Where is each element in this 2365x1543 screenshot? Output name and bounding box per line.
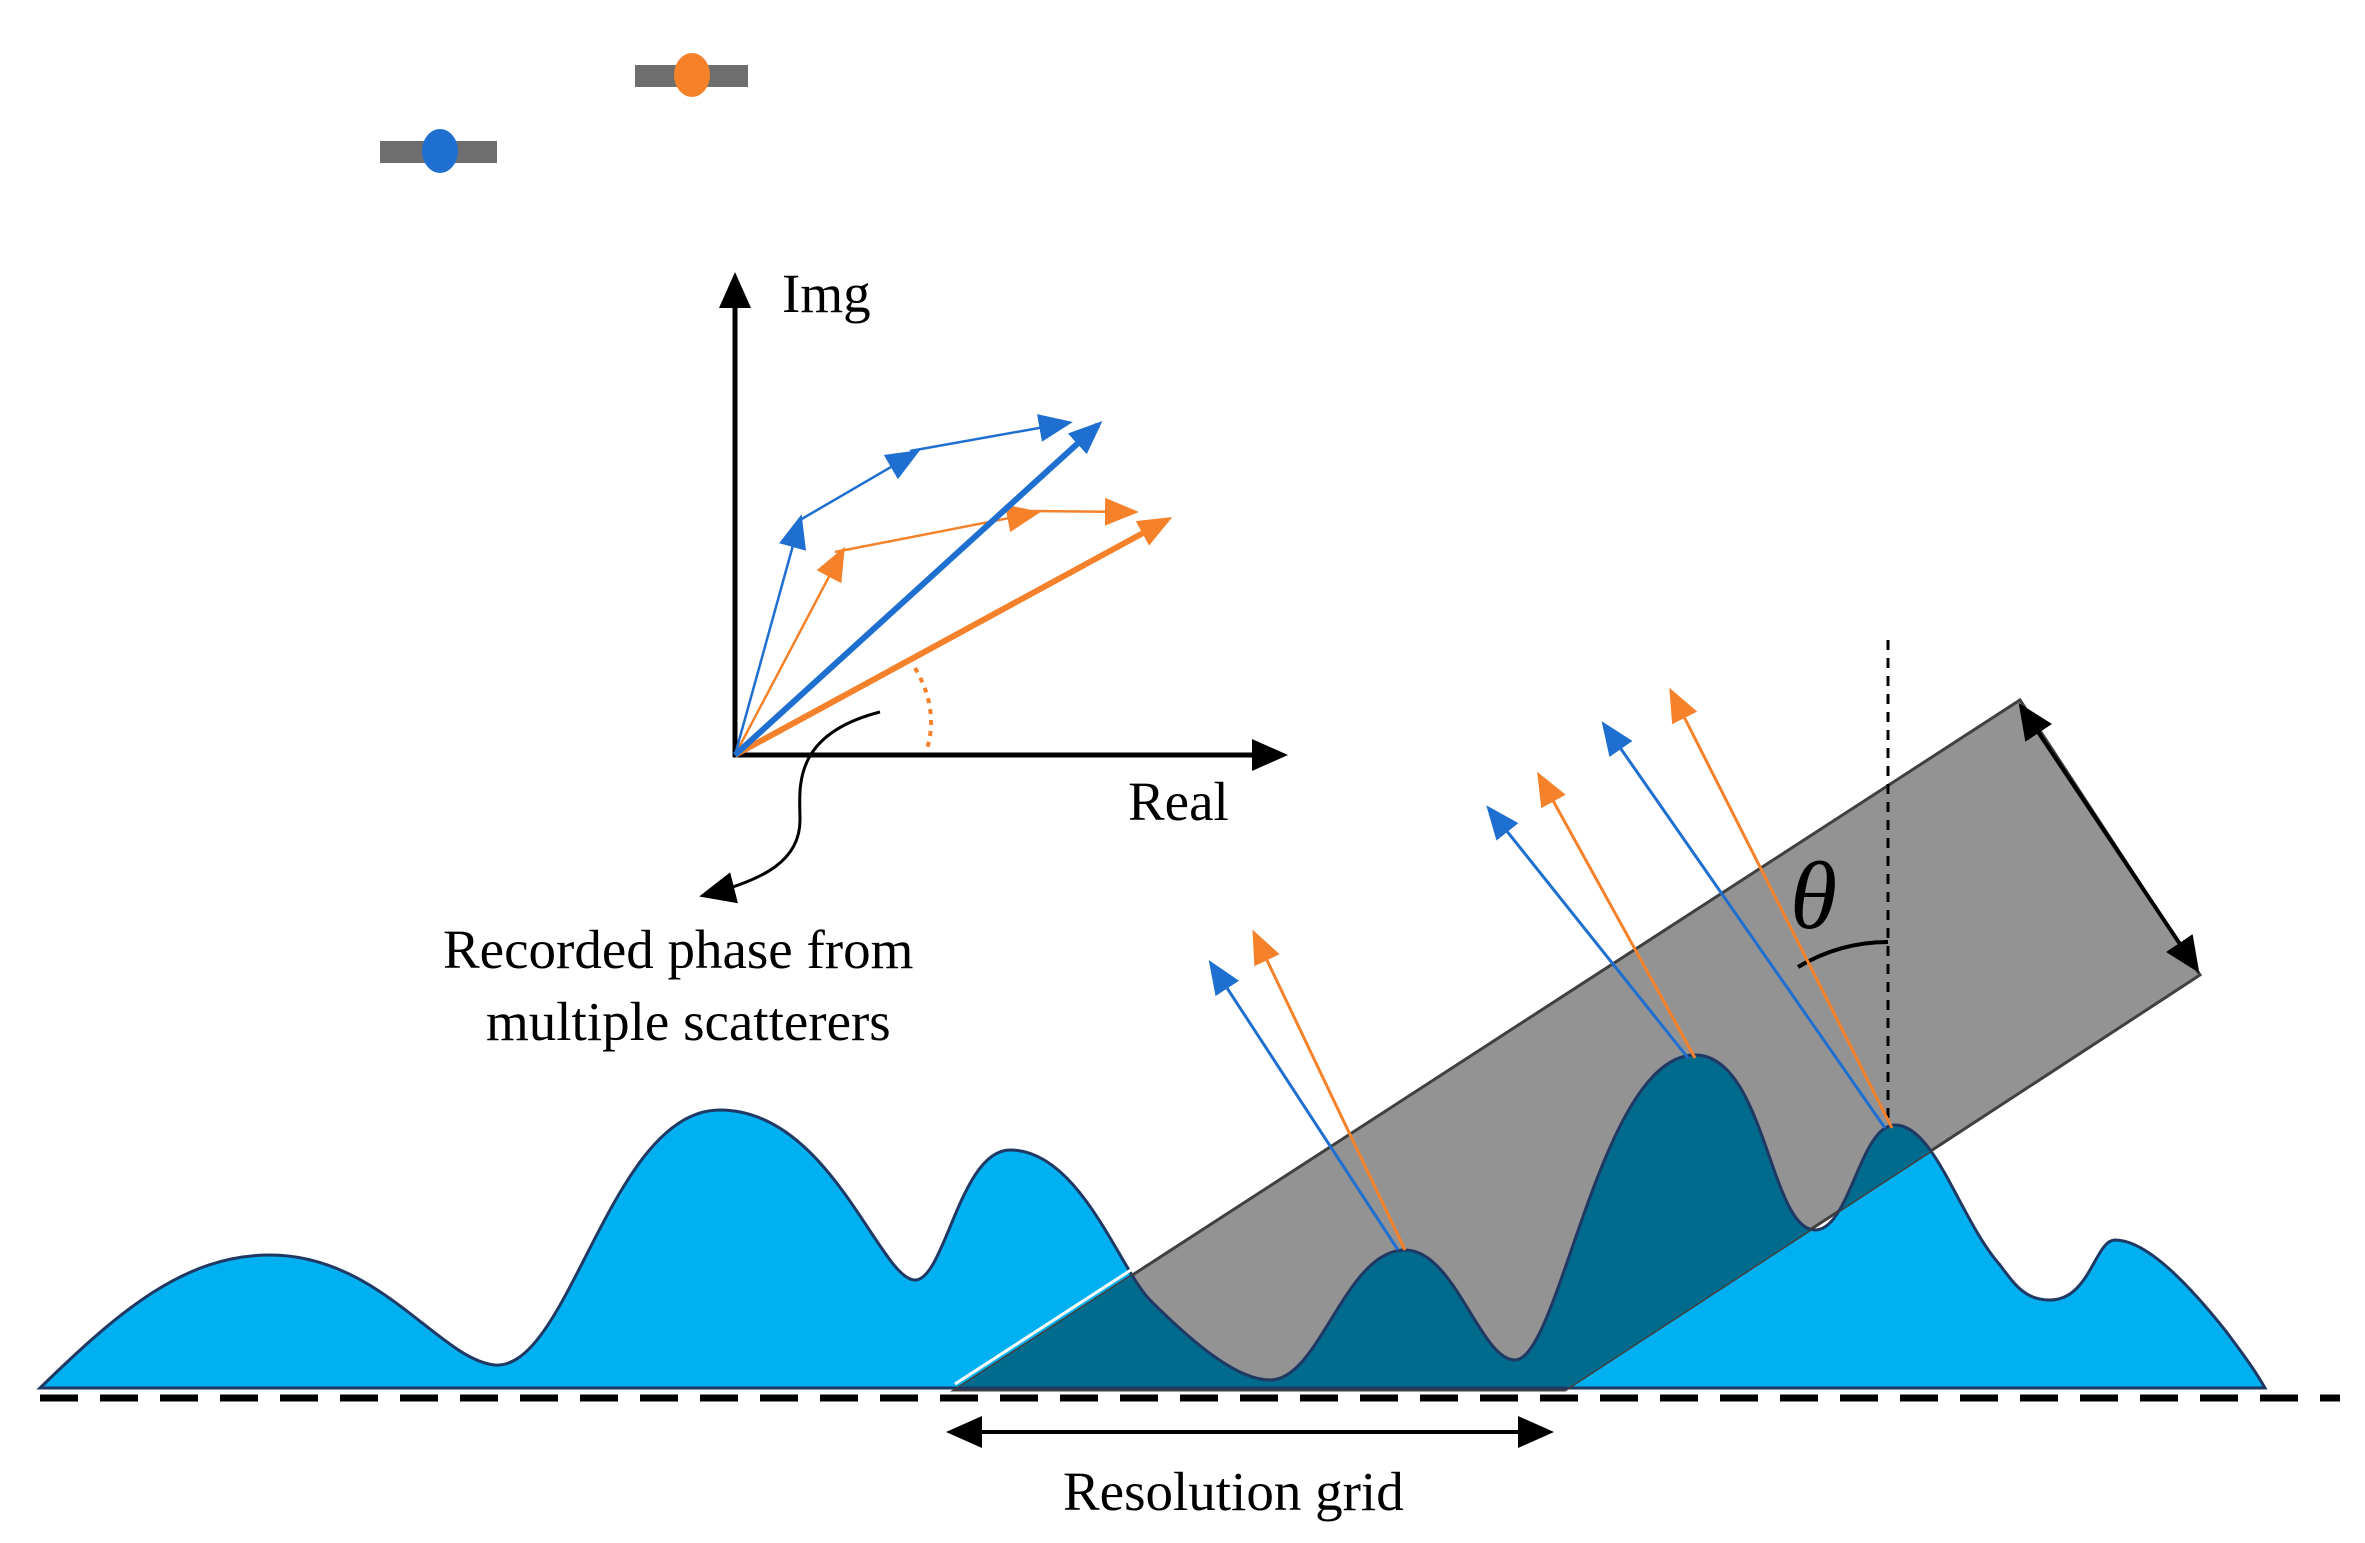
phasor-blue (909, 414, 1073, 453)
beam-edge-highlight (954, 695, 2016, 1386)
theta-arc (1796, 940, 1889, 969)
scatter-arrow-blue (1486, 805, 1690, 1059)
scatterer-arrows (1208, 687, 1894, 1251)
radar-beam (949, 697, 2203, 1392)
phasor-diagram: Img Real Recorded phase from multiple sc… (443, 263, 1288, 1052)
recorded-phase-label-line1: Recorded phase from (443, 919, 913, 980)
theta-label: θ (1790, 842, 1837, 949)
recorded-phase-label-line2: multiple scatterers (486, 991, 891, 1052)
phase-angle-arc (913, 666, 933, 753)
satellite-orange-icon (635, 53, 748, 97)
beam-width-arrow (2018, 703, 2200, 973)
scatter-arrow-blue (1208, 959, 1400, 1251)
phasor-orange-resultant (733, 517, 1173, 758)
phasor-blue-resultant (732, 420, 1103, 758)
scatter-arrow-orange (1537, 771, 1697, 1059)
phase-pointer-arrow (699, 710, 881, 904)
scatter-arrow-orange (1669, 687, 1894, 1129)
satellite-blue-icon (380, 129, 497, 173)
phasor-orange (1029, 497, 1139, 526)
real-axis-label: Real (1128, 771, 1229, 832)
scatter-arrow-orange (1252, 929, 1407, 1251)
phasor-orange (834, 504, 1041, 554)
phasor-blue (733, 514, 807, 756)
scatter-arrow-blue (1601, 721, 1887, 1129)
img-axis-label: Img (782, 263, 871, 324)
phasor-orange (733, 546, 845, 756)
phasor-blue (799, 449, 921, 522)
resolution-grid-label: Resolution grid (1063, 1461, 1404, 1522)
